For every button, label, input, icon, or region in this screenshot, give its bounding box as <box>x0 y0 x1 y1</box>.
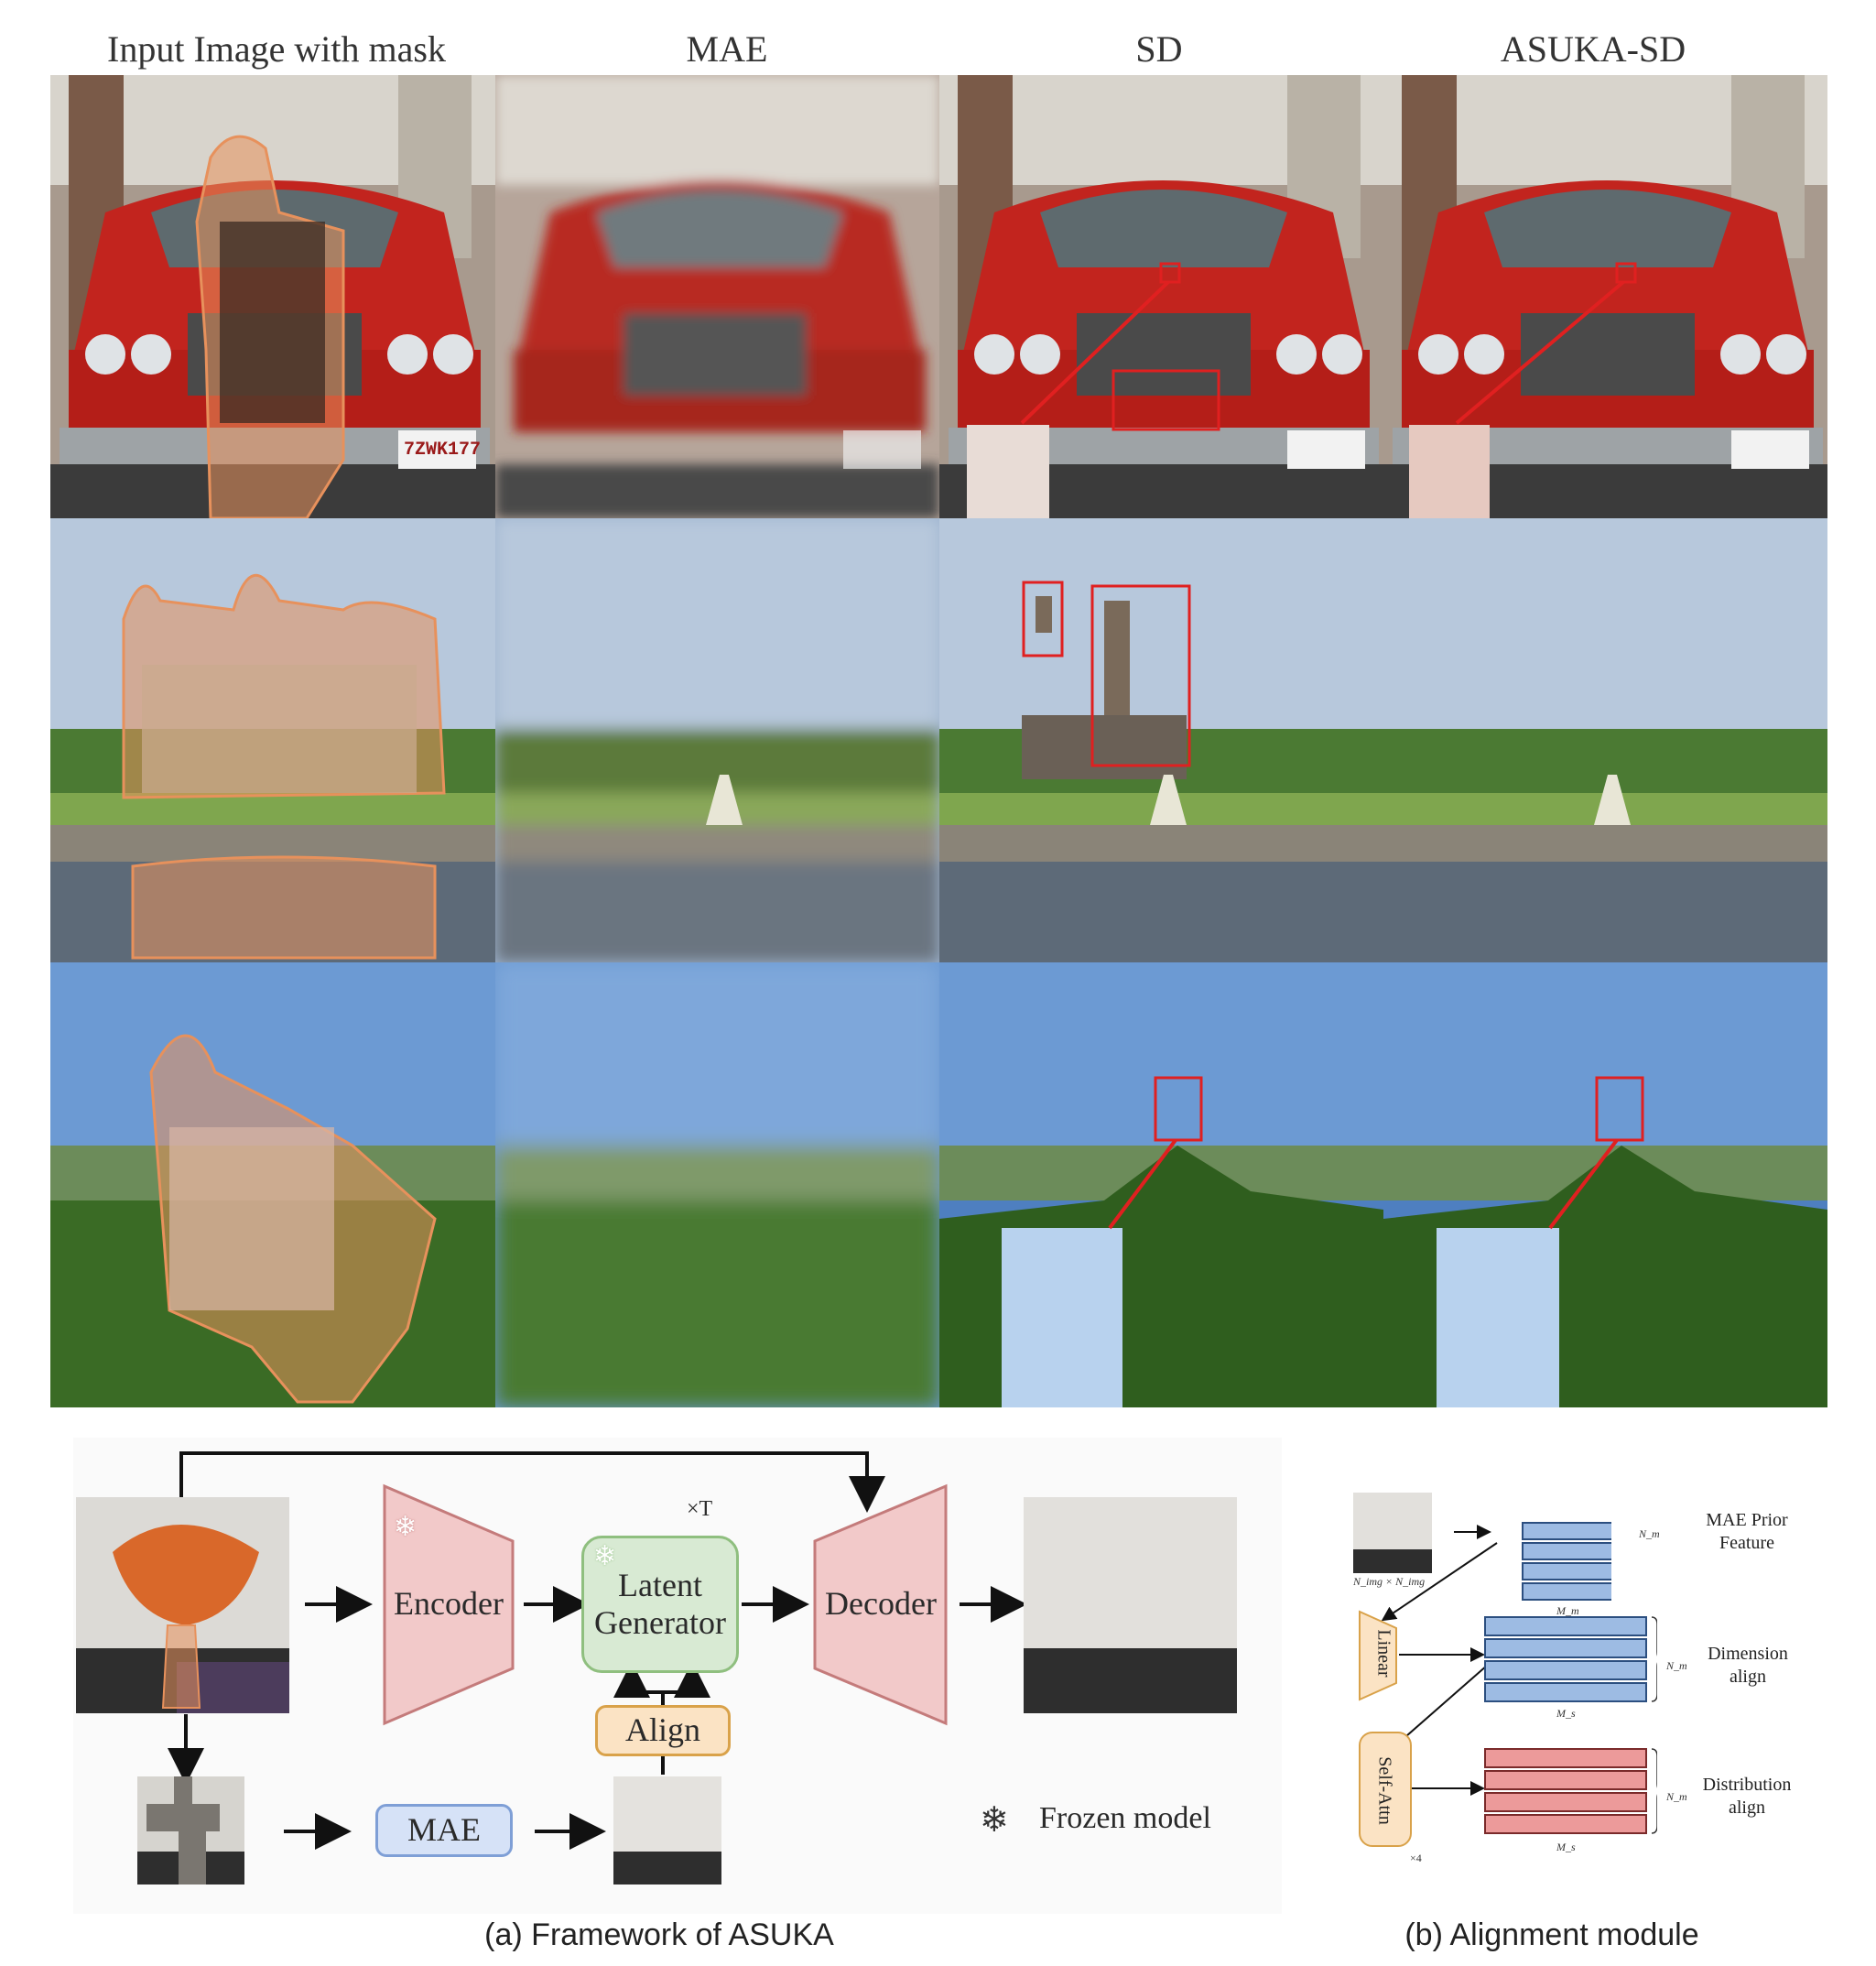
column-header-asuka-sd: ASUKA-SD <box>1500 28 1686 70</box>
n-m-label-prior: N_m <box>1639 1527 1660 1540</box>
self-attn-label: Self-Attn <box>1374 1756 1395 1825</box>
caption-alignment: (b) Alignment module <box>1404 1917 1699 1952</box>
alignment-feature-bars <box>1484 1616 1657 1834</box>
align-box: Align <box>595 1705 731 1756</box>
column-header-input: Input Image with mask <box>107 28 446 70</box>
row1-input-image: 7ZWK177 <box>50 75 495 518</box>
n-m-label-dimension: N_m <box>1666 1659 1687 1672</box>
framework-mae-output <box>613 1776 721 1885</box>
generator-frozen-icon: ❄ <box>593 1541 617 1571</box>
n-img-label: N_img × N_img <box>1353 1575 1426 1588</box>
decoder-label: Decoder <box>825 1585 937 1623</box>
m-m-label: M_m <box>1556 1604 1579 1617</box>
row1-mae-image <box>495 75 939 518</box>
alignment-diagram <box>1359 1522 1611 1847</box>
align-label: Align <box>624 1711 700 1749</box>
row1-input-plate: 7ZWK177 <box>404 440 482 461</box>
row3-sd-image <box>939 962 1383 1407</box>
latent-generator-label: Latent Generator <box>594 1566 726 1641</box>
column-header-mae: MAE <box>686 28 768 70</box>
n-m-label-distribution: N_m <box>1666 1790 1687 1803</box>
encoder-label: Encoder <box>394 1585 504 1623</box>
encoder-frozen-icon: ❄ <box>394 1512 417 1542</box>
legend-frozen-label: Frozen model <box>1039 1801 1211 1835</box>
mae-box: MAE <box>375 1804 513 1857</box>
row3-input-image <box>50 962 495 1407</box>
row2-asuka-image <box>1383 518 1827 962</box>
mae-label: MAE <box>407 1811 481 1849</box>
caption-framework: (a) Framework of ASUKA <box>484 1917 834 1952</box>
times-t-label: ×T <box>687 1497 713 1521</box>
dimension-align-label: Dimension align <box>1708 1644 1788 1687</box>
times4-label: ×4 <box>1410 1852 1422 1864</box>
row3-mae-image <box>495 962 939 1407</box>
framework-masked-downsampled <box>137 1776 244 1885</box>
row2-sd-image <box>939 518 1383 962</box>
row1-sd-image <box>939 75 1383 518</box>
row2-input-image <box>50 518 495 962</box>
row2-mae-image <box>495 518 939 962</box>
distribution-align-label: Distribution align <box>1702 1775 1792 1818</box>
column-header-sd: SD <box>1135 28 1183 70</box>
mae-prior-feature-label: MAE Prior Feature <box>1706 1510 1788 1553</box>
m-s-label-dimension: M_s <box>1556 1707 1576 1720</box>
row1-asuka-image <box>1383 75 1827 518</box>
latent-generator-box: Latent Generator <box>581 1536 739 1673</box>
alignment-input-thumbnail <box>1353 1493 1432 1573</box>
framework-input-image <box>76 1497 289 1713</box>
m-s-label-distribution: M_s <box>1556 1841 1576 1853</box>
row3-asuka-image <box>1383 962 1827 1407</box>
legend-frozen-icon: ❄ <box>980 1801 1009 1840</box>
linear-label: Linear <box>1373 1629 1394 1678</box>
framework-output-image <box>1024 1497 1237 1713</box>
